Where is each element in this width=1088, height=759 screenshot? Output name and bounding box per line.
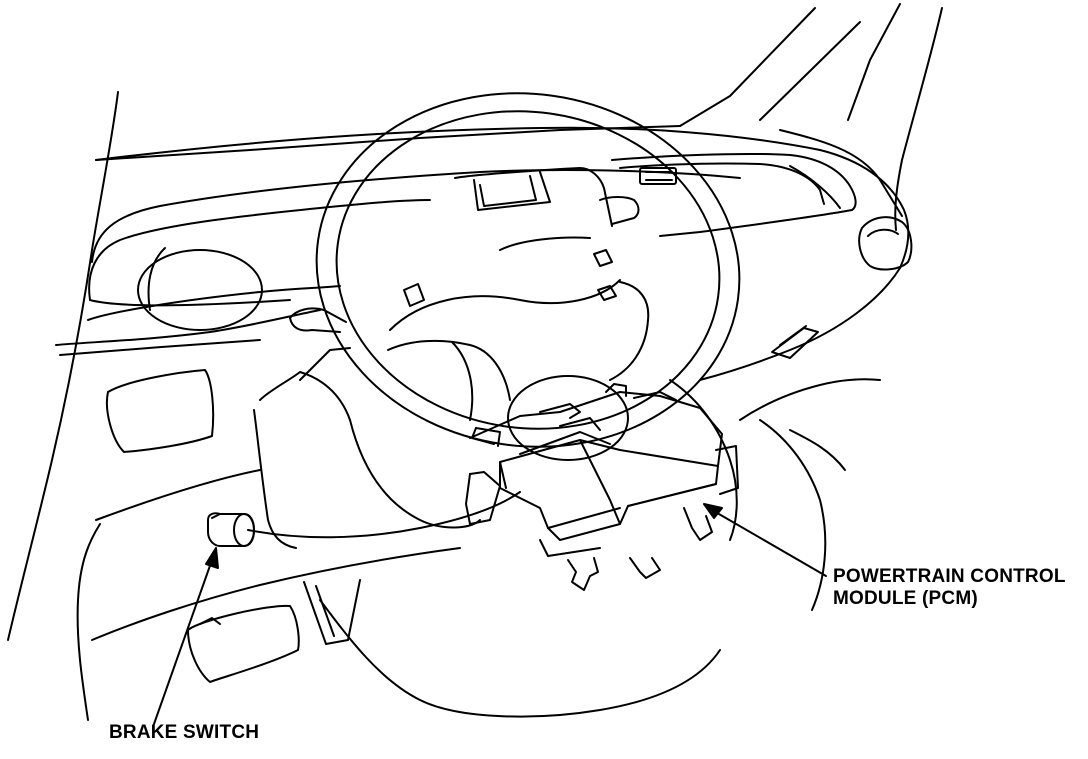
brake-pedal-drawing [188, 580, 360, 682]
detail-callout-ellipse [508, 376, 628, 460]
pcm-leader-line [704, 504, 826, 576]
brake-switch-label: BRAKE SWITCH [109, 722, 260, 743]
steering-column [290, 197, 639, 380]
pcm-label-line-2: MODULE (PCM) [833, 588, 978, 609]
brake-switch-drawing [208, 513, 254, 546]
glove-box-handle [772, 326, 818, 358]
pcm-label: POWERTRAIN CONTROL MODULE (PCM) [833, 566, 1066, 610]
brake-switch-leader-line [154, 548, 218, 724]
windshield-frame [8, 4, 942, 640]
instrument-cluster [89, 200, 430, 330]
powertrain-control-module-drawing [466, 384, 738, 590]
pcm-label-line-1: POWERTRAIN CONTROL [833, 566, 1066, 587]
steering-wheel [294, 66, 763, 474]
right-air-vent [859, 217, 911, 269]
dashboard-body [56, 128, 908, 720]
center-vents [455, 154, 856, 236]
left-lower-panel [107, 370, 213, 452]
knee-bolster [254, 372, 480, 548]
